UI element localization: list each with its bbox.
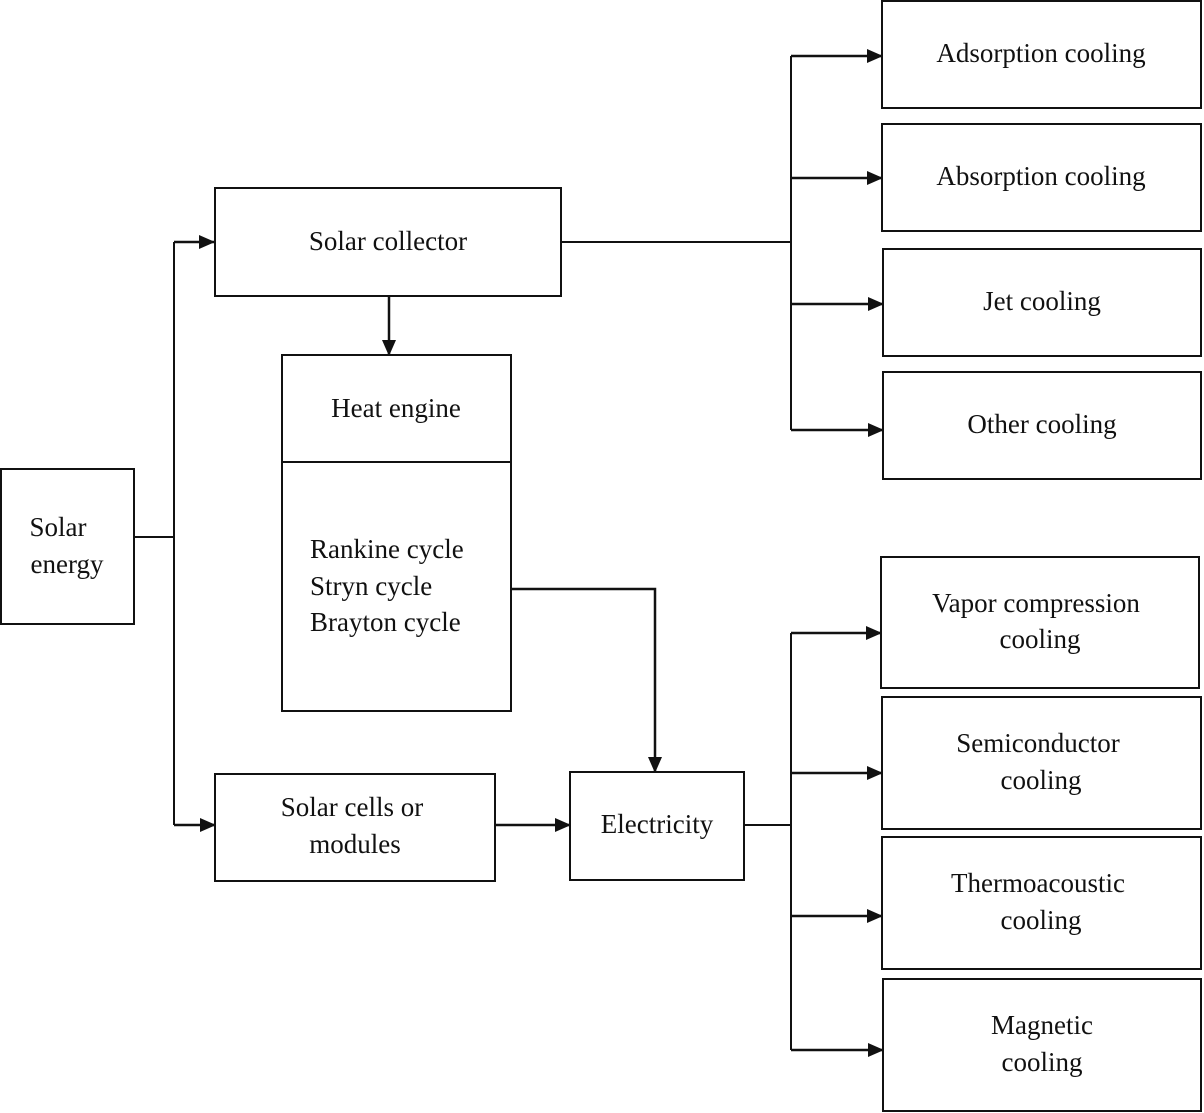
node-label: Solar collector	[309, 226, 467, 256]
node-label: Absorption cooling	[936, 161, 1145, 191]
node-jet-cooling: Jet cooling	[882, 248, 1202, 357]
arrow-heat-engine-to-electricity	[511, 587, 662, 773]
node-magnetic-cooling: Magnetic cooling	[882, 978, 1202, 1112]
node-label: cooling	[1000, 624, 1081, 654]
node-solar-cells: Solar cells or modules	[214, 773, 496, 882]
node-adsorption-cooling: Adsorption cooling	[881, 0, 1202, 109]
node-label: cooling	[1002, 1047, 1083, 1077]
cycle-label: Brayton cycle	[310, 607, 461, 637]
node-label: modules	[309, 829, 401, 859]
heat-engine-title: Heat engine	[331, 393, 461, 423]
connectors	[134, 49, 884, 1057]
node-label: Electricity	[601, 809, 714, 839]
node-label: Jet cooling	[983, 286, 1101, 316]
node-electricity: Electricity	[569, 771, 745, 881]
node-label: Thermoacoustic	[951, 868, 1125, 898]
node-other-cooling: Other cooling	[882, 371, 1202, 480]
node-label: cooling	[1001, 905, 1082, 935]
node-label: Magnetic	[991, 1010, 1093, 1040]
node-label: Solar	[30, 512, 87, 542]
connector-collector-branch	[561, 56, 792, 430]
cycle-label: Stryn cycle	[310, 571, 432, 601]
node-label: Vapor compression	[932, 588, 1140, 618]
node-solar-energy: Solar energy	[0, 468, 135, 625]
connector-solar-energy-trunk	[134, 242, 175, 825]
node-label: Semiconductor	[956, 728, 1119, 758]
node-thermoacoustic-cooling: Thermoacoustic cooling	[881, 836, 1202, 970]
node-label: Adsorption cooling	[936, 38, 1145, 68]
cycle-label: Rankine cycle	[310, 534, 464, 564]
node-absorption-cooling: Absorption cooling	[881, 123, 1202, 232]
node-label: Solar cells or	[281, 792, 423, 822]
node-heat-engine: Heat engine Rankine cycle Stryn cycle Br…	[281, 354, 512, 712]
node-label: cooling	[1001, 765, 1082, 795]
node-label: energy	[31, 549, 104, 579]
node-semiconductor-cooling: Semiconductor cooling	[881, 696, 1202, 830]
node-solar-collector: Solar collector	[214, 187, 562, 297]
node-vapor-compression-cooling: Vapor compression cooling	[880, 556, 1200, 689]
connector-electricity-branch	[744, 633, 792, 1050]
node-label: Other cooling	[967, 409, 1116, 439]
